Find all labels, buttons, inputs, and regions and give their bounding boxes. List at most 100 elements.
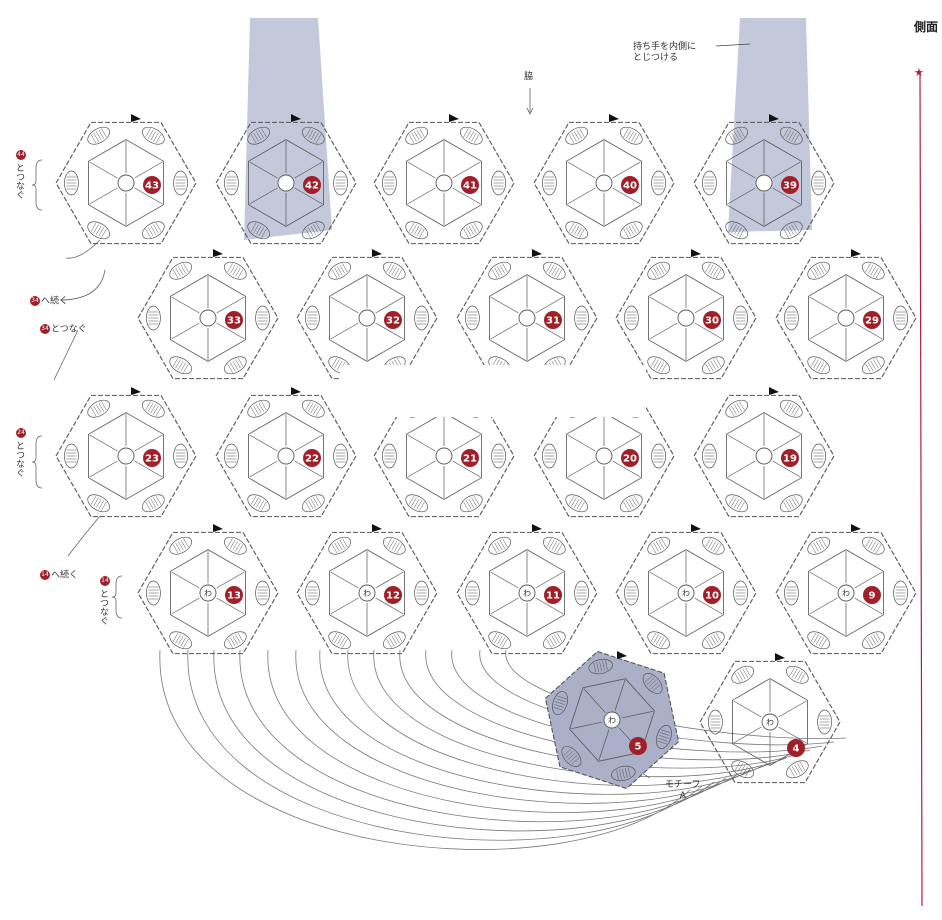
motif-stitch bbox=[334, 359, 340, 369]
motif-stitch bbox=[658, 264, 665, 274]
motif-stitch bbox=[653, 634, 659, 644]
motif-inner-ring bbox=[248, 139, 324, 227]
motif-stitch bbox=[628, 225, 635, 235]
motif-petal bbox=[173, 170, 188, 196]
motif-stitch bbox=[463, 228, 469, 238]
motif-number: 22 bbox=[305, 454, 319, 465]
motif-stitch bbox=[818, 539, 825, 549]
motif-spoke bbox=[171, 597, 200, 615]
motif-spoke bbox=[294, 434, 323, 452]
motif-stitch bbox=[310, 131, 317, 141]
motif-stitch bbox=[810, 357, 817, 367]
motif-petal bbox=[542, 443, 557, 469]
motif-stitch bbox=[153, 132, 159, 142]
motif-stitch bbox=[250, 407, 257, 417]
join-curve-line bbox=[159, 649, 691, 850]
motif-spoke bbox=[134, 434, 163, 452]
motif-stitch bbox=[818, 264, 825, 274]
motif-stitch bbox=[95, 498, 102, 508]
motif-petal bbox=[223, 356, 247, 375]
motif-stitch bbox=[172, 632, 179, 642]
motif-stitch bbox=[576, 129, 583, 139]
motif-number-badge bbox=[863, 311, 881, 329]
motif-stitch bbox=[150, 131, 157, 141]
motif-stitch bbox=[180, 362, 187, 372]
motif-stitch bbox=[658, 737, 668, 742]
motif-spoke bbox=[598, 729, 610, 761]
motif-petal bbox=[725, 494, 749, 513]
motif-petal bbox=[305, 580, 320, 606]
motif-stitch bbox=[573, 225, 580, 235]
motif-stitch bbox=[227, 263, 233, 273]
motif-spoke bbox=[567, 187, 596, 205]
motif-stitch bbox=[391, 266, 398, 276]
motif-stitch bbox=[411, 132, 417, 142]
motif-number: 42 bbox=[305, 181, 319, 192]
motif-petal bbox=[702, 443, 717, 469]
motif-number: 30 bbox=[705, 316, 719, 327]
motif-stitch bbox=[715, 632, 722, 642]
motif-petal bbox=[807, 536, 831, 555]
join-marker-triangle bbox=[449, 114, 459, 122]
motif-stitch bbox=[95, 131, 102, 141]
motif-stitch bbox=[250, 495, 257, 505]
motif-petal bbox=[414, 580, 429, 606]
motif-spoke bbox=[216, 322, 245, 340]
motif-petal bbox=[465, 580, 480, 606]
motif-petal bbox=[725, 221, 749, 240]
motif-spoke bbox=[614, 679, 626, 711]
motif-stitch bbox=[180, 264, 187, 274]
motif-stitch bbox=[172, 269, 179, 279]
motif-stitch bbox=[468, 498, 475, 508]
motif-stitch bbox=[791, 405, 797, 415]
handle-note-pointer bbox=[715, 43, 751, 47]
motif-stitch bbox=[655, 360, 662, 370]
motif-petal bbox=[611, 765, 636, 782]
motif-inner-ring bbox=[329, 274, 405, 362]
motif-stitch bbox=[875, 544, 882, 554]
motif-stitch bbox=[307, 402, 314, 412]
motif-stitch bbox=[237, 632, 244, 642]
motif-stitch bbox=[599, 661, 602, 672]
motif-stitch bbox=[396, 544, 403, 554]
motif-petal bbox=[414, 305, 429, 331]
motif-stitch bbox=[98, 227, 105, 237]
motif-stitch bbox=[631, 497, 637, 507]
motif-petal bbox=[807, 261, 831, 280]
motif-stitch bbox=[793, 407, 800, 417]
motif-stitch bbox=[554, 634, 560, 644]
motif-number-badge bbox=[143, 449, 161, 467]
motif-stitch bbox=[579, 128, 585, 138]
motif-stitch bbox=[865, 538, 871, 548]
motif-stitch bbox=[791, 668, 798, 678]
motif-stitch bbox=[310, 498, 317, 508]
join-note-44-num: 44 bbox=[16, 150, 26, 160]
motif-petal bbox=[647, 631, 671, 650]
motif-petal bbox=[328, 631, 352, 650]
motif-spoke bbox=[694, 571, 723, 589]
motif-center-ring bbox=[199, 584, 217, 602]
motif-number: 39 bbox=[783, 181, 797, 192]
motif-petal bbox=[333, 170, 348, 196]
motif-stitch bbox=[491, 269, 498, 279]
motif-spoke bbox=[407, 161, 436, 179]
motif-petal bbox=[64, 443, 79, 469]
motif-stitch bbox=[658, 539, 665, 549]
motif-spoke bbox=[216, 571, 245, 589]
motif-stitch bbox=[339, 637, 346, 647]
motif-ring-char: わ bbox=[363, 589, 371, 598]
motif-stitch bbox=[554, 542, 560, 552]
motif-stitch bbox=[728, 134, 735, 144]
motif-petal bbox=[146, 305, 161, 331]
motif-stitch bbox=[463, 128, 469, 138]
motif-spoke bbox=[216, 296, 245, 314]
motif-petal bbox=[574, 580, 589, 606]
motif: 23 bbox=[55, 387, 197, 518]
motif-stitch bbox=[710, 360, 717, 370]
side-border-line bbox=[919, 71, 923, 907]
motif-petal bbox=[651, 170, 666, 196]
motif-stitch bbox=[652, 684, 661, 692]
motif-spoke bbox=[490, 597, 519, 615]
motif-spoke bbox=[294, 460, 323, 478]
